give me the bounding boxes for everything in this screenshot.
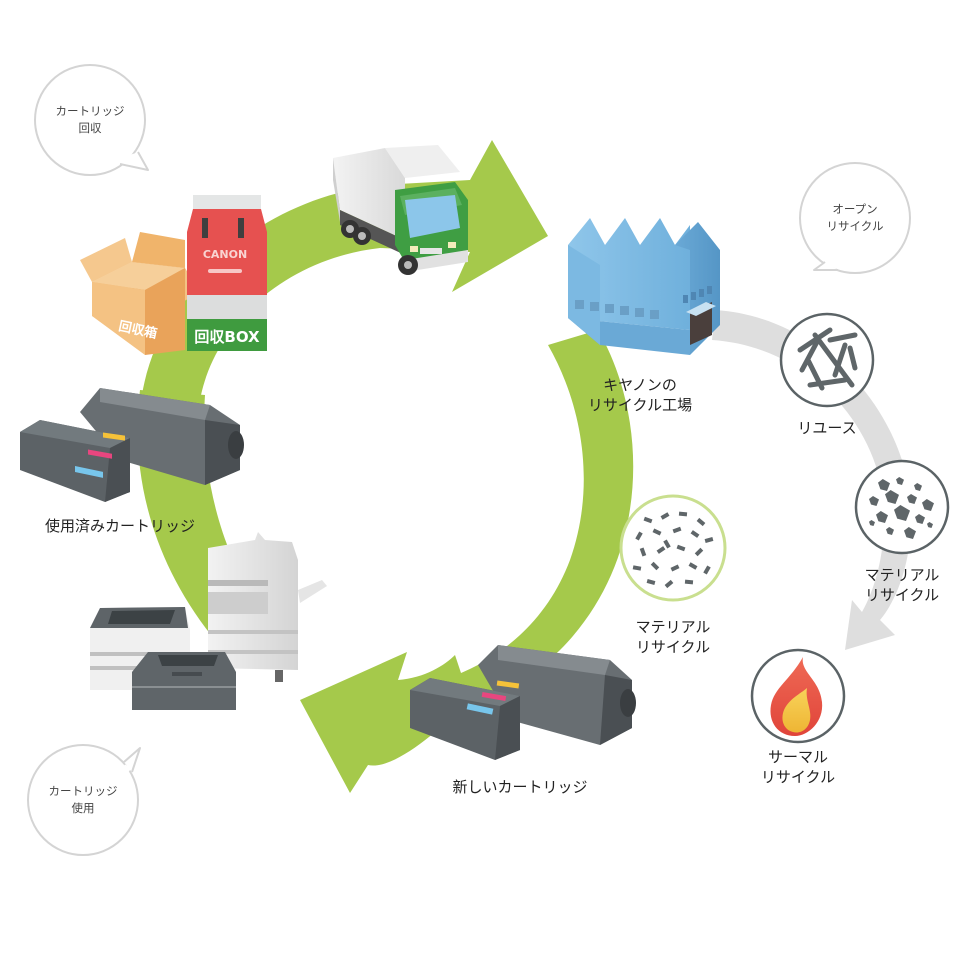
open-recycle-arrow <box>712 310 911 650</box>
fragment-shape <box>696 517 706 527</box>
cycle-arrow-right <box>400 330 634 712</box>
shard-shape <box>922 499 934 511</box>
material-recycle-inner-icon <box>619 494 727 602</box>
fragment-shape <box>664 579 674 589</box>
shard-shape <box>869 496 879 506</box>
used-cartridge-label: 使用済みカートリッジ <box>25 516 215 536</box>
thermal-line2: リサイクル <box>760 768 836 786</box>
shard-shape <box>878 479 890 491</box>
shard-shape <box>907 494 917 504</box>
fragment-shape <box>656 546 666 554</box>
shard-shape <box>886 527 894 535</box>
copier-illustration <box>208 532 327 682</box>
fragment-shape <box>650 561 660 571</box>
reuse-icon <box>779 312 875 408</box>
reuse-label: リユース <box>777 418 877 438</box>
collection-box-illustration: CANON 回収BOX <box>187 195 267 351</box>
fragment-shape <box>646 579 656 585</box>
fragment-shape <box>703 565 711 575</box>
shard-shape <box>904 527 916 539</box>
new-cartridge-text: 新しいカートリッジ <box>452 778 588 796</box>
factory-label-line1: キヤノンの <box>603 376 677 394</box>
fragment-shape <box>632 565 642 571</box>
bubble-open-line1: オープン <box>832 202 878 216</box>
material-inner-line2: リサイクル <box>635 638 711 656</box>
material-recycle-inner-label: マテリアル リサイクル <box>613 617 733 657</box>
fragment-shape <box>694 547 704 557</box>
new-cartridge-label: 新しいカートリッジ <box>430 777 610 797</box>
material-outer-line1: マテリアル <box>864 566 940 584</box>
bubble-use-text: カートリッジ 使用 <box>33 783 133 817</box>
bubble-collection <box>34 64 149 176</box>
box-label: 回収BOX <box>194 328 260 346</box>
fragment-shape <box>639 547 647 557</box>
bubble-use-line2: 使用 <box>71 801 95 815</box>
bubble-use-line1: カートリッジ <box>48 784 118 798</box>
fragment-shape <box>704 537 714 543</box>
fragment-shape <box>643 516 653 524</box>
reuse-text: リユース <box>797 419 857 437</box>
used-cartridge-illustration <box>20 388 244 502</box>
fragment-shape <box>635 531 643 541</box>
shard-shape <box>914 483 922 491</box>
laser-printer-front-illustration <box>132 652 236 710</box>
fragment-shape <box>684 579 694 585</box>
truck-illustration <box>333 145 468 275</box>
shard-shape <box>915 514 925 524</box>
fragment-shape <box>670 564 680 572</box>
shard-shape <box>876 511 888 523</box>
thermal-line1: サーマル <box>767 748 828 766</box>
factory-label: キヤノンの リサイクル工場 <box>570 375 710 415</box>
material-outer-line2: リサイクル <box>864 586 940 604</box>
shard-shape <box>869 520 875 526</box>
new-cartridge-illustration <box>410 645 636 760</box>
bubble-open-recycle <box>799 162 911 274</box>
fragment-shape <box>690 530 700 538</box>
bubble-open-line2: リサイクル <box>826 219 884 233</box>
fragment-shape <box>676 544 686 552</box>
material-recycle-outer-label: マテリアル リサイクル <box>852 565 952 605</box>
fragment-shape <box>678 511 688 517</box>
bubble-open-text: オープン リサイクル <box>805 201 905 235</box>
bubble-collection-text: カートリッジ 回収 <box>40 103 140 137</box>
shard-shape <box>896 477 904 485</box>
fragment-shape <box>672 526 682 534</box>
bubble-use <box>27 744 141 856</box>
bubble-collection-line2: 回収 <box>78 121 102 135</box>
fragment-shape <box>652 528 662 536</box>
shard-shape <box>927 522 933 528</box>
factory-label-line2: リサイクル工場 <box>587 396 693 414</box>
fragment-shape <box>688 562 698 570</box>
factory-illustration <box>568 218 720 355</box>
material-inner-line1: マテリアル <box>635 618 711 636</box>
fragments-icon <box>854 459 950 555</box>
fragment-shape <box>660 512 670 520</box>
shard-shape <box>885 490 899 504</box>
used-cartridge-text: 使用済みカートリッジ <box>44 517 195 535</box>
cardboard-label: 回収箱 <box>117 318 158 342</box>
brand-label: CANON <box>203 248 247 261</box>
shard-shape <box>894 505 910 521</box>
bubble-collection-line1: カートリッジ <box>55 104 125 118</box>
cardboard-box-illustration: 回収箱 <box>80 232 200 355</box>
flame-icon <box>750 648 846 744</box>
fragment-shape <box>663 539 671 549</box>
thermal-recycle-label: サーマル リサイクル <box>748 747 848 787</box>
